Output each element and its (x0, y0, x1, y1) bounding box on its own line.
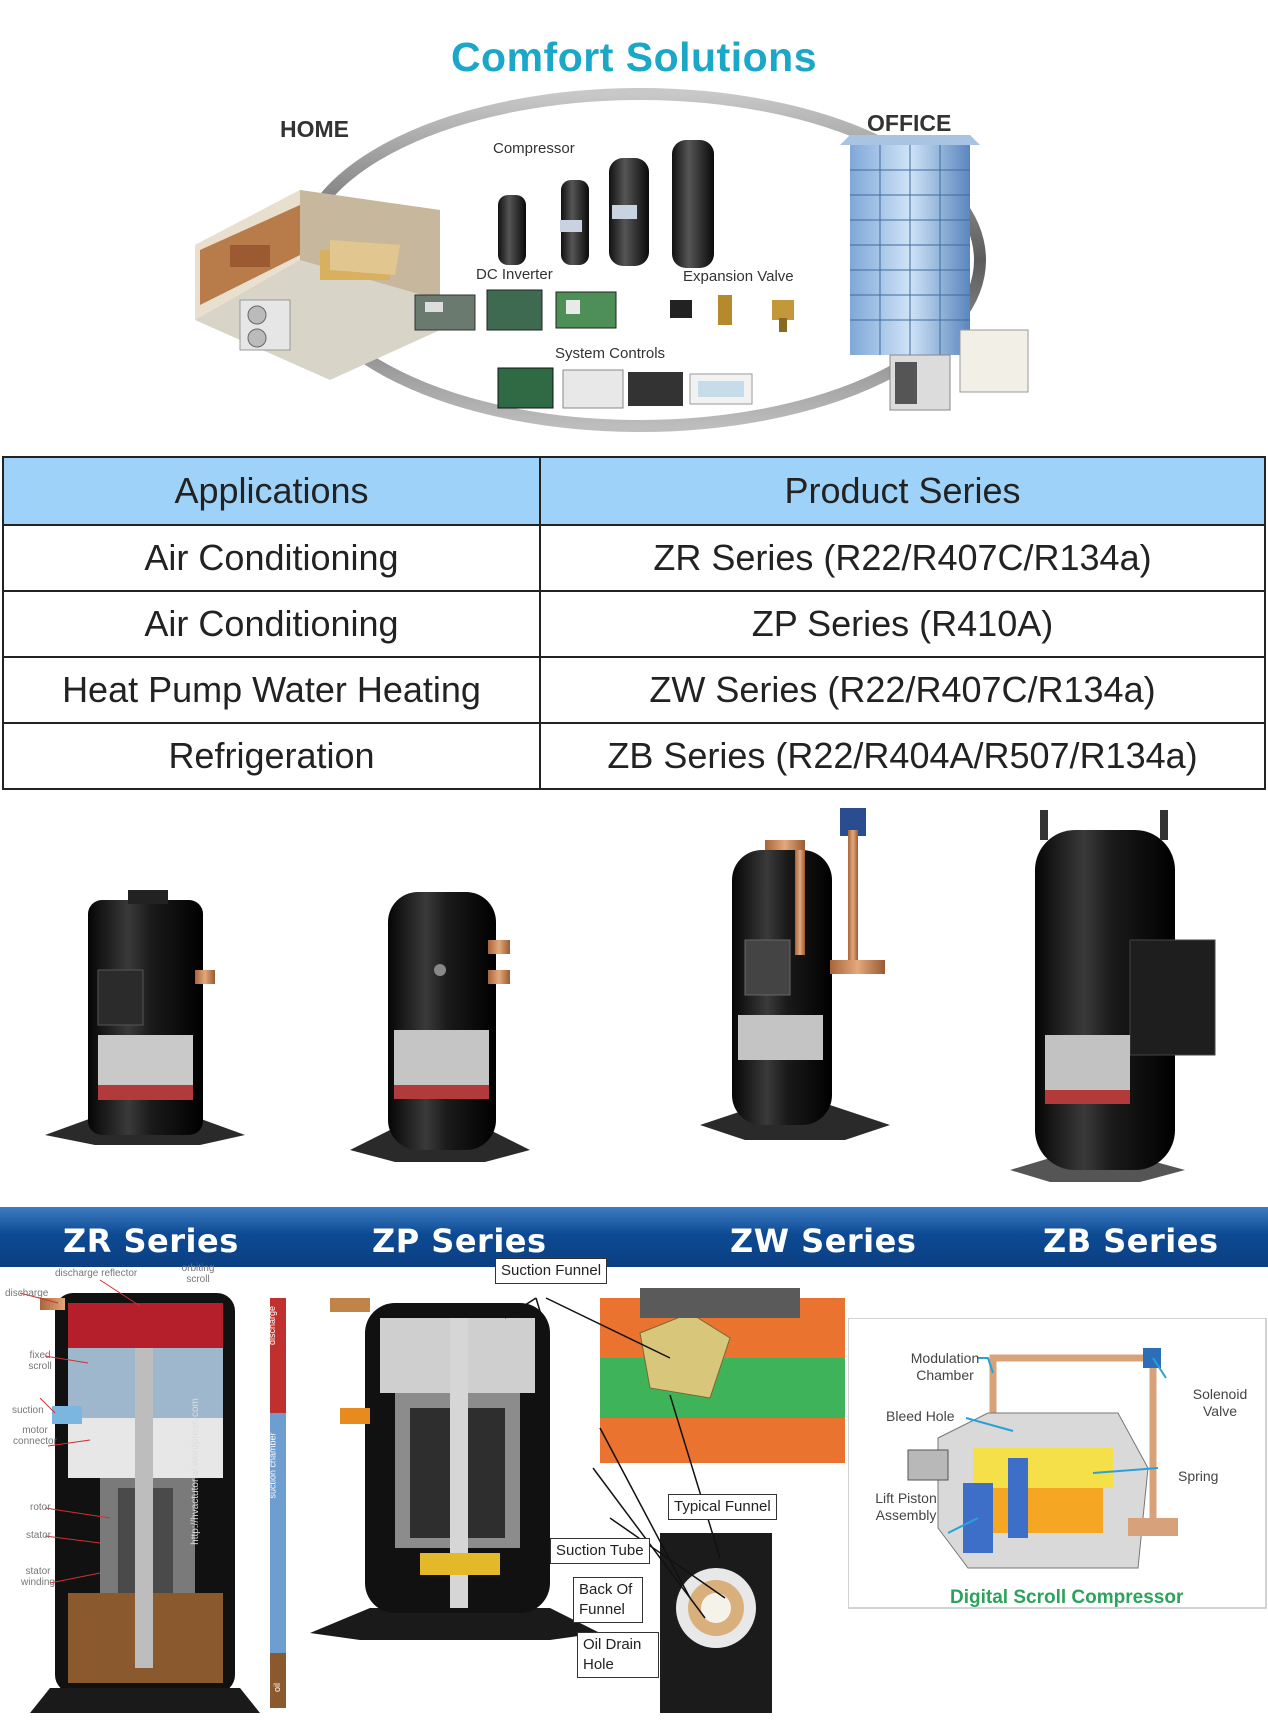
applications-table: Applications Product Series Air Conditio… (2, 456, 1266, 790)
label-spring: Spring (1178, 1468, 1219, 1484)
series-banner (0, 1207, 1268, 1267)
watermark-url: http://hvactutorial.wordpress.com (189, 1398, 201, 1545)
zw-compressor-image (700, 808, 890, 1140)
label-fixed-scroll: fixed scroll (28, 1350, 52, 1372)
label-solenoid-valve: Solenoid Valve (1192, 1386, 1248, 1419)
scroll-cutaway-diagram (19, 1279, 286, 1713)
zb-compressor-image (1010, 810, 1216, 1182)
product-series-cell: ZR Series (R22/R407C/R134a) (539, 524, 1266, 592)
label-discharge-reflector: discharge reflector (55, 1268, 138, 1279)
office-building (840, 135, 1029, 411)
product-series-cell: ZP Series (R410A) (539, 590, 1266, 658)
dc-inverter-label: DC Inverter (476, 266, 553, 283)
label-suction: suction (12, 1405, 44, 1416)
label-modulation-chamber: Modulation Chamber (910, 1350, 980, 1383)
application-cell: Heat Pump Water Heating (2, 656, 541, 724)
compressor-icons (498, 140, 714, 268)
bar-label-oil: oil (272, 1682, 283, 1693)
compressor-photos (45, 808, 1216, 1182)
callout-typical-funnel: Typical Funnel (668, 1494, 777, 1520)
series-label-zr: ZR Series (63, 1222, 239, 1260)
bar-label-discharge: discharge (267, 1305, 278, 1346)
callout-suction-tube: Suction Tube (550, 1538, 650, 1564)
page-title: Comfort Solutions (450, 34, 818, 80)
series-label-zp: ZP Series (372, 1222, 547, 1260)
application-cell: Air Conditioning (2, 590, 541, 658)
expansion-valve-icons (670, 295, 794, 332)
bar-label-suction-chamber: suction chamber (267, 1432, 278, 1499)
house-illustration (195, 190, 440, 380)
label-rotor: rotor (30, 1502, 51, 1513)
table-row: Air Conditioning ZP Series (R410A) (2, 590, 1266, 658)
series-label-zw: ZW Series (730, 1222, 917, 1260)
label-lift-piston-assembly: Lift Piston Assembly (875, 1490, 937, 1523)
table-row: Air Conditioning ZR Series (R22/R407C/R1… (2, 524, 1266, 592)
home-label: HOME (280, 116, 349, 142)
label-stator-winding: stator winding (21, 1566, 55, 1588)
digital-scroll-title: Digital Scroll Compressor (950, 1587, 1184, 1608)
compressor-label: Compressor (493, 140, 575, 157)
office-label: OFFICE (867, 110, 952, 136)
table-header-row: Applications Product Series (2, 456, 1266, 526)
label-orbiting-scroll: orbiting scroll (181, 1263, 215, 1285)
label-stator: stator (26, 1530, 52, 1541)
system-controls-icons (497, 367, 753, 409)
application-cell: Air Conditioning (2, 524, 541, 592)
label-bleed-hole: Bleed Hole (886, 1408, 955, 1424)
callout-oil-drain-hole: Oil Drain Hole (577, 1632, 659, 1678)
suction-funnel-cutaway (310, 1288, 845, 1713)
column-header-applications: Applications (2, 456, 541, 526)
product-series-cell: ZB Series (R22/R404A/R507/R134a) (539, 722, 1266, 790)
expansion-valve-label: Expansion Valve (683, 268, 794, 285)
zr-compressor-image (45, 890, 245, 1145)
callout-back-of-funnel: Back Of Funnel (573, 1577, 643, 1623)
label-motor-connector: motor connector (13, 1425, 57, 1447)
application-cell: Refrigeration (2, 722, 541, 790)
column-header-product-series: Product Series (539, 456, 1266, 526)
table-row: Heat Pump Water Heating ZW Series (R22/R… (2, 656, 1266, 724)
comfort-illustration (195, 88, 1029, 432)
label-discharge: discharge (5, 1288, 49, 1299)
dc-inverter-boards (414, 289, 617, 331)
product-series-cell: ZW Series (R22/R407C/R134a) (539, 656, 1266, 724)
system-controls-label: System Controls (555, 345, 666, 362)
table-row: Refrigeration ZB Series (R22/R404A/R507/… (2, 722, 1266, 790)
digital-scroll-diagram (848, 1318, 1267, 1609)
zp-compressor-image (350, 892, 530, 1162)
series-label-zb: ZB Series (1043, 1222, 1219, 1260)
callout-suction-funnel: Suction Funnel (495, 1258, 608, 1284)
